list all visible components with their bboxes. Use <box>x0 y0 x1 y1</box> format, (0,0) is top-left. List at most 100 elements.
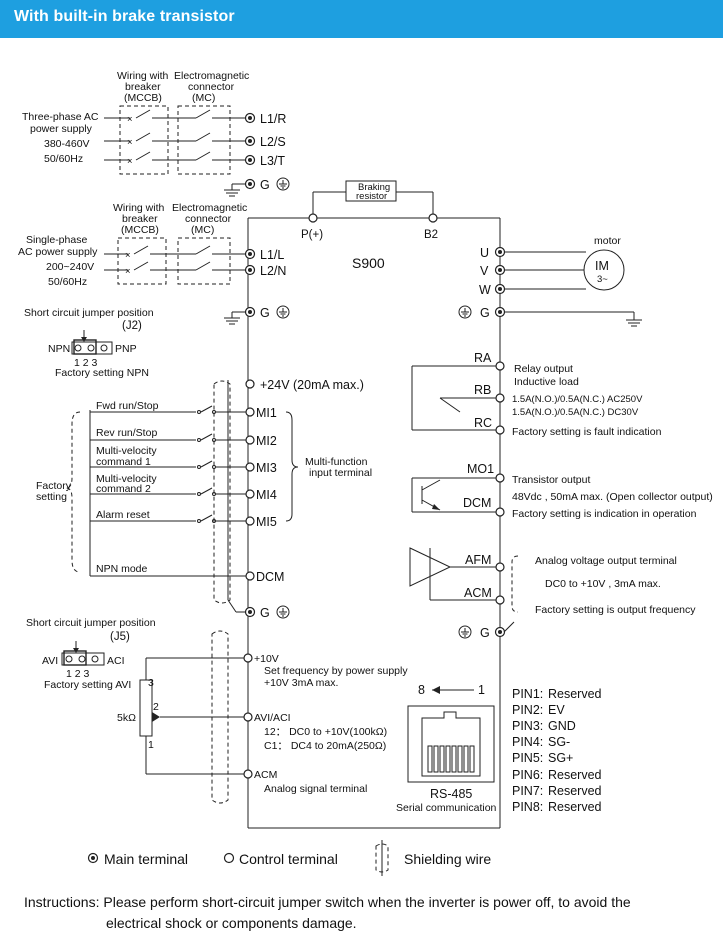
rs485-label: RS-485 <box>430 787 472 801</box>
single-phase-terminals <box>224 248 256 325</box>
jumper-j2-name: (J2) <box>122 320 142 332</box>
multi-function-line-2: input terminal <box>309 467 372 479</box>
three-phase-wires: × × × <box>104 109 246 167</box>
terminal-afm: AFM <box>465 553 491 567</box>
input-label-mi4-line1: Multi-velocity <box>96 473 157 485</box>
ground-icon <box>276 605 290 619</box>
single-phase-wires: × × <box>104 245 246 277</box>
terminal-acm-input: ACM <box>254 769 277 781</box>
input-mi5 <box>90 514 255 526</box>
transistor-desc-3: Factory setting is indication in operati… <box>512 508 697 520</box>
control-terminal-icon <box>223 852 235 864</box>
jumper-j5-left: AVI <box>42 655 58 667</box>
three-phase-line-2: power supply <box>30 123 93 135</box>
pin2-name: EV <box>548 703 565 717</box>
ground-icon <box>276 177 290 191</box>
input-label-mi3-line1: Multi-velocity <box>96 445 157 457</box>
pin1-name: Reserved <box>548 687 602 701</box>
jumper-j5-name: (J5) <box>110 631 130 643</box>
instructions-line-1: Instructions: Please perform short-circu… <box>24 894 631 910</box>
terminal-v: V <box>480 264 489 278</box>
transistor-desc-1: Transistor output <box>512 474 590 486</box>
analog-out-desc-1: Analog voltage output terminal <box>535 555 677 567</box>
instructions: Instructions: Please perform short-circu… <box>24 892 704 934</box>
rs485-pins <box>427 745 475 773</box>
svg-text:×: × <box>127 156 133 167</box>
svg-text:×: × <box>125 266 131 277</box>
braking-resistor: Braking resistor P(+) B2 <box>301 180 438 241</box>
transistor-desc-2: 48Vdc , 50mA max. (Open collector output… <box>512 491 713 503</box>
motor-section: motor IM 3~ U V W G <box>458 235 642 327</box>
pot-value: 5kΩ <box>117 712 136 724</box>
relay-output: RA RB RC Relay output Inductive load 1.5… <box>411 351 662 438</box>
single-phase-contactor-line-1: Electromagnetic <box>172 202 247 214</box>
rs485-sub: Serial communication <box>396 802 497 814</box>
analog-output: AFM ACM Analog voltage output terminal D… <box>409 547 696 640</box>
terminal-g-control: G <box>260 606 270 620</box>
terminal-mi3: MI3 <box>256 461 277 475</box>
rs485-port: 8 1 RS-485 Serial communication PIN1: Re… <box>396 683 602 814</box>
pin8-number: PIN8: <box>512 800 543 814</box>
three-phase-contactor-line-1: Electromagnetic <box>174 70 249 82</box>
relay-desc-1: Relay output <box>514 363 573 375</box>
braking-resistor-line-2: resistor <box>356 191 387 202</box>
legend-control-terminal: Control terminal <box>239 851 338 867</box>
motor-phase: 3~ <box>597 274 608 285</box>
jumper-j2-left: NPN <box>48 343 70 355</box>
terminal-mi2: MI2 <box>256 434 277 448</box>
terminal-l2s: L2/S <box>260 135 286 149</box>
motor-im: IM <box>595 259 609 273</box>
factory-setting-line-1: Factory <box>36 480 72 492</box>
jumper-j5: Short circuit jumper position (J5) AVI A… <box>26 617 156 691</box>
terminal-p-plus: P(+) <box>301 229 323 241</box>
single-phase-breaker-line-3: (MCCB) <box>121 224 159 236</box>
avi-desc-2: C1： DC4 to 20mA(250Ω) <box>264 740 386 752</box>
terminal-l1l: L1/L <box>260 248 284 262</box>
three-phase-breaker-line-1: Wiring with <box>117 70 169 82</box>
svg-text:×: × <box>125 250 131 261</box>
three-phase-terminals <box>224 112 256 197</box>
terminal-mo1: MO1 <box>467 462 494 476</box>
single-phase-breaker-line-2: breaker <box>122 213 158 225</box>
pin5-number: PIN5: <box>512 751 543 765</box>
three-phase-supply: Three-phase AC power supply 380-460V 50/… <box>22 70 290 197</box>
three-phase-contactor-box <box>177 105 231 175</box>
terminal-avi-aci: AVI/ACI <box>254 712 291 724</box>
three-phase-line-1: Three-phase AC <box>22 111 99 123</box>
digital-inputs: +24V (20mA max.) <box>36 378 372 620</box>
terminal-ra: RA <box>474 351 492 365</box>
single-phase-breaker-box <box>117 237 167 285</box>
pin7-number: PIN7: <box>512 784 543 798</box>
jumper-j2-title: Short circuit jumper position <box>24 307 154 319</box>
three-phase-breaker-box <box>119 105 169 175</box>
single-phase-line-2: AC power supply <box>18 246 98 258</box>
single-phase-line-1: Single-phase <box>26 234 87 246</box>
pot-pin-1: 1 <box>148 739 154 751</box>
svg-text:×: × <box>127 114 133 125</box>
terminal-acm-output: ACM <box>464 586 492 600</box>
terminal-g-motor: G <box>480 306 490 320</box>
input-mi1 <box>90 405 255 417</box>
terminal-l3t: L3/T <box>260 154 285 168</box>
jumper-j5-title: Short circuit jumper position <box>26 617 156 629</box>
jumper-j5-pins: 1 2 3 <box>66 668 90 680</box>
rs485-arrow-from: 8 <box>418 683 425 697</box>
terminal-mi5: MI5 <box>256 515 277 529</box>
analog-out-desc-2: DC0 to +10V , 3mA max. <box>545 578 661 590</box>
terminal-g-three-phase: G <box>260 178 270 192</box>
single-phase-line-4: 50/60Hz <box>48 276 87 288</box>
single-phase-contactor-line-3: (MC) <box>191 224 214 236</box>
jumper-j2-factory: Factory setting NPN <box>55 367 149 379</box>
three-phase-contactor-line-3: (MC) <box>192 92 215 104</box>
npn-mode-label: NPN mode <box>96 563 148 575</box>
relay-desc-4: 1.5A(N.O.)/0.5A(N.C.) DC30V <box>512 407 639 418</box>
page-title: With built-in brake transistor <box>14 8 235 25</box>
input-label-mi5: Alarm reset <box>96 509 150 521</box>
terminal-dcm-input: DCM <box>256 570 284 584</box>
terminal-l1r: L1/R <box>260 112 286 126</box>
three-phase-contactor-line-2: connector <box>188 81 235 93</box>
input-mi3 <box>90 460 255 472</box>
ground-icon <box>458 305 472 319</box>
